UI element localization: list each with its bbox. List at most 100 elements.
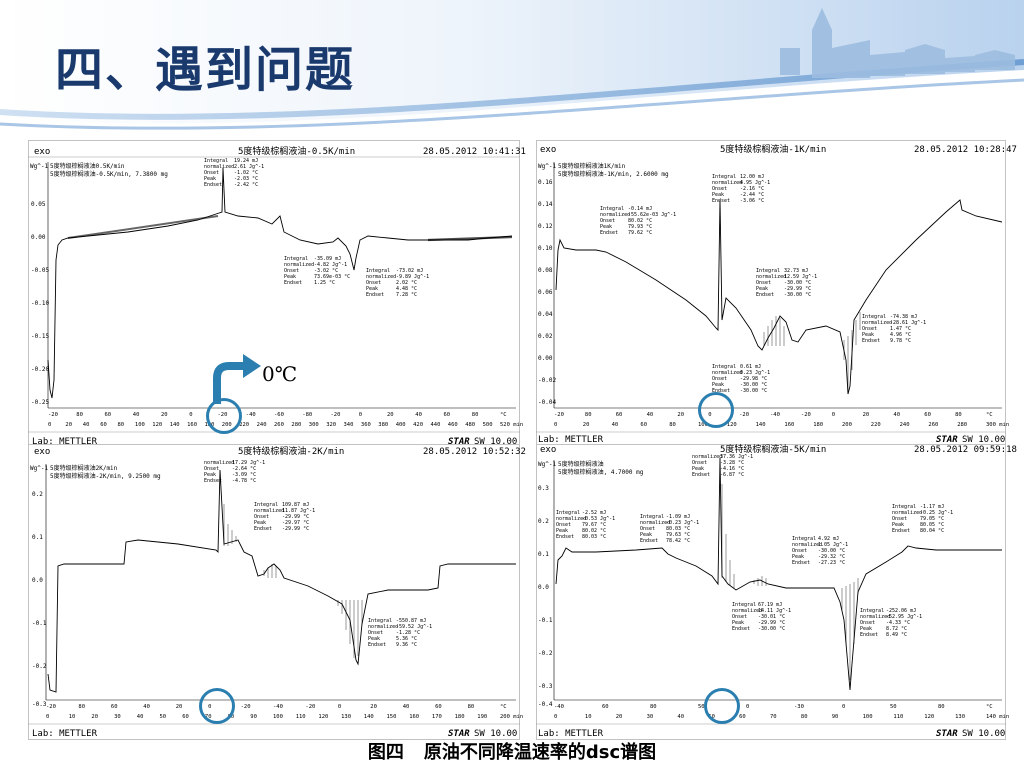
x-tick-label: 10 [585, 714, 592, 720]
lab-label: Lab: METTLER [538, 435, 604, 445]
legend-line-2: 5度特级棕榈液油-0.5K/min, 7.3800 mg [50, 170, 168, 178]
svg-text:-0.1: -0.1 [32, 620, 47, 627]
x-tick-label: 220 [239, 422, 249, 428]
x-tick-label: 40 [83, 422, 90, 428]
x-tick-label: -20 [554, 412, 564, 418]
header-swoosh-graphic [0, 0, 1024, 135]
svg-text:0.2: 0.2 [538, 518, 549, 525]
y-tick: -0.15 [31, 333, 49, 340]
x-tick-label: 90 [832, 714, 839, 720]
svg-text:-0.1: -0.1 [538, 617, 553, 624]
dsc-curve [47, 167, 513, 399]
integration-hatch [223, 504, 363, 658]
exo-label: exo [540, 445, 556, 455]
x-tick-label: 130 [341, 714, 351, 720]
x-tick-label: 0 [554, 714, 557, 720]
svg-text:37.36 Jg^-1-3.28 °C-4.16 °C-6.: 37.36 Jg^-1-3.28 °C-4.16 °C-6.87 °C [720, 454, 753, 478]
x-tick-label: 80 [650, 704, 657, 710]
x-tick-label: 20 [583, 422, 590, 428]
x-tick-label: 120 [318, 714, 328, 720]
svg-text:-0.4: -0.4 [538, 701, 553, 708]
x-tick-label: 180 [813, 422, 823, 428]
x-tick-label: 60 [182, 714, 189, 720]
x-tick-label: 20 [65, 422, 72, 428]
svg-text:-0.14 mJ-55.62e-03 Jg^-180.02: -0.14 mJ-55.62e-03 Jg^-180.02 °C79.93 °C… [628, 206, 676, 236]
x-tick-label: 60 [616, 412, 623, 418]
software-version: SW 10.00 [962, 435, 1005, 445]
legend-line-2: 5度特级棕榈液油-1K/min, 2.6000 mg [558, 170, 669, 178]
svg-text:0.3: 0.3 [538, 485, 549, 492]
y-tick: -0.10 [31, 300, 49, 307]
x-tick-label: -20 [48, 412, 58, 418]
x-tick-label: 0 [359, 412, 362, 418]
x-tick-label: 80 [801, 714, 808, 720]
x-tick-label: 100 [863, 714, 873, 720]
dsc-chart-5k: 5度特级棕榈液油-5K/min 28.05.2012 09:59:18 exo … [536, 443, 1017, 740]
x-tick-label: 0 [832, 412, 835, 418]
x-tick-label: 320 [326, 422, 336, 428]
panel-title: 5度特级棕榈液油-2K/min [238, 445, 344, 457]
y-tick: -0.20 [31, 366, 49, 373]
x-tick-label: °C [500, 412, 507, 418]
panel-title: 5度特级棕榈液油-0.5K/min [238, 145, 355, 157]
x-tick-label: 440 [431, 422, 441, 428]
x-tick-label: 300 min [986, 422, 1009, 428]
panel-timestamp: 28.05.2012 10:28:47 [914, 145, 1017, 155]
x-tick-label: 120 [924, 714, 934, 720]
figure-number: 图四 [367, 742, 404, 763]
x-tick-label: 220 [871, 422, 881, 428]
x-tick-label: 80 [669, 422, 676, 428]
panel-timestamp: 28.05.2012 10:52:32 [423, 447, 526, 457]
x-tick-label: 0 [338, 704, 341, 710]
legend-line-1: 5度特级棕榈液油1K/min [558, 162, 626, 170]
svg-text:-0.2: -0.2 [538, 650, 553, 657]
software-version: SW 10.00 [474, 729, 517, 739]
exo-label: exo [540, 145, 556, 155]
star-label: STAR [936, 435, 958, 445]
panel-title: 5度特级棕榈液油-5K/min [720, 443, 826, 455]
x-tick-label: 480 [465, 422, 475, 428]
x-tick-label: 140 [756, 422, 766, 428]
panel-title: 5度特级棕榈液油-1K/min [720, 143, 826, 155]
x-tick-label: 20 [370, 704, 377, 710]
x-tick-label: 80 [468, 704, 475, 710]
lab-label: Lab: METTLER [32, 729, 98, 739]
x-tick-label: 110 [893, 714, 903, 720]
x-tick-label: 60 [100, 422, 107, 428]
svg-text:-0.02: -0.02 [538, 377, 556, 384]
x-tick-label: 60 [924, 412, 931, 418]
panel-timestamp: 28.05.2012 10:41:31 [423, 147, 526, 157]
svg-text:0.2: 0.2 [32, 491, 43, 498]
svg-text:0.10: 0.10 [538, 245, 553, 252]
x-tick-label: -30 [794, 704, 804, 710]
highlight-circle [698, 392, 734, 428]
x-tick-label: 40 [137, 714, 144, 720]
x-tick-label: 30 [114, 714, 121, 720]
x-tick-label: 40 [677, 714, 684, 720]
svg-text:-73.02 mJ-9.89 Jg^-12.02 °C4.4: -73.02 mJ-9.89 Jg^-12.02 °C4.48 °C7.28 °… [396, 268, 429, 298]
x-tick-label: 80 [955, 412, 962, 418]
legend-line-2: 5度特级棕榈液油-2K/min, 9.2500 mg [50, 472, 161, 480]
x-tick-label: 60 [602, 704, 609, 710]
x-tick-label: 60 [435, 704, 442, 710]
x-tick-label: 50 [890, 704, 897, 710]
y-unit-label: Wg^-1 [538, 461, 556, 468]
svg-text:0.02: 0.02 [538, 333, 553, 340]
x-tick-label: 360 [361, 422, 371, 428]
